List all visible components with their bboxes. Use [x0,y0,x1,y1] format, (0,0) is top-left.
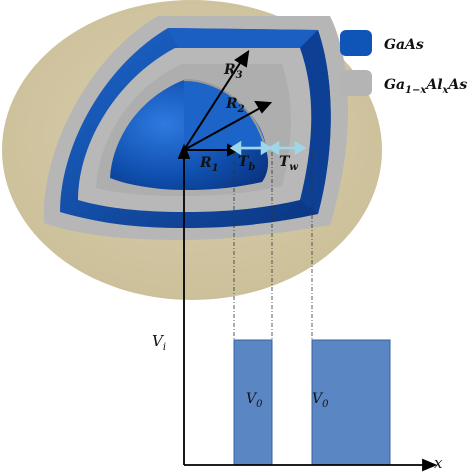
y-axis-label: Vi [152,332,166,353]
radius-arrows [183,49,273,157]
x-axis-label: x [434,454,443,472]
inner-ring-edge [183,79,267,151]
axes [177,143,438,472]
legend-label-gaas: GaAs [384,37,424,53]
tb-arrowhead-right [260,140,273,156]
tw-label: Tw [279,154,298,173]
barrier-2-label: V0 [312,391,329,410]
tb-label: Tb [238,154,255,173]
legend-swatch-algaas [340,70,372,96]
barrier-bar-1 [233,339,273,466]
legend: GaAs Ga1−xAlxAs [340,30,467,96]
gaas-wall-face-top [168,28,318,48]
projection-lines [233,152,313,340]
r2-arrow [183,106,263,151]
r3-arrow [183,59,243,151]
tw-arrowhead-left [267,140,280,156]
gaas-core [110,80,269,190]
r2-arrowhead [254,100,273,114]
r2-label: R2 [225,96,245,115]
core-wedge [184,80,266,150]
r3-arrowhead [234,49,250,68]
legend-swatch-gaas [340,30,372,56]
r3-label: R3 [223,62,243,81]
r1-label: R1 [199,155,219,174]
x-axis-arrowhead [422,458,438,472]
tb-arrowhead-left [229,140,242,156]
barrier-bar-2 [311,339,391,466]
gaas-wall-face-right [300,30,331,214]
legend-label-algaas: Ga1−xAlxAs [384,77,467,96]
tw-arrowhead-right [294,140,307,156]
barrier-1-label: V0 [246,391,263,410]
y-axis-arrowhead [177,143,191,159]
thickness-arrows [229,140,307,156]
